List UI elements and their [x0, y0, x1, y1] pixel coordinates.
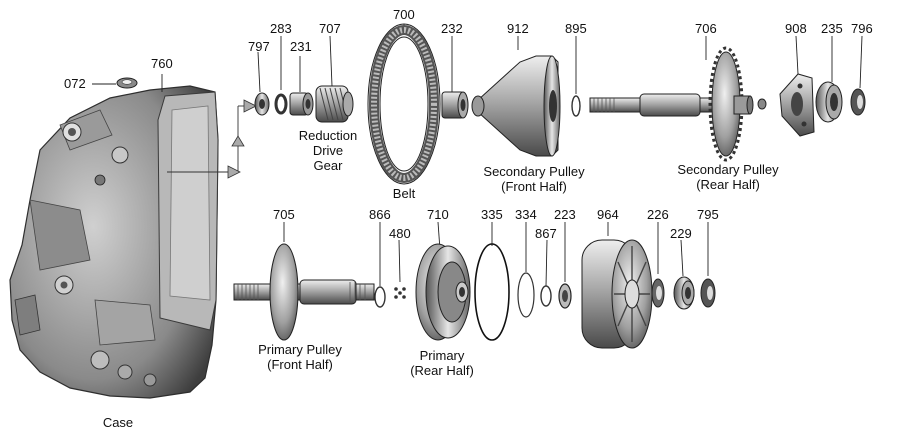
part-700-belt — [367, 23, 441, 185]
caption-belt: Belt — [392, 186, 416, 201]
part-705-primary-pulley-front — [233, 243, 375, 341]
part-895-snap-ring — [571, 95, 581, 117]
caption-line: Primary — [419, 348, 465, 363]
label-223: 223 — [554, 207, 576, 222]
label-335: 335 — [481, 207, 503, 222]
label-964: 964 — [597, 207, 619, 222]
part-797-bearing — [254, 92, 270, 116]
label-480: 480 — [389, 226, 411, 241]
label-705: 705 — [273, 207, 295, 222]
label-710: 710 — [427, 207, 449, 222]
caption-line: (Front Half) — [501, 179, 567, 194]
part-908-retainer-plate — [757, 73, 815, 137]
label-700: 700 — [393, 7, 415, 22]
label-283: 283 — [270, 21, 292, 36]
label-895: 895 — [565, 21, 587, 36]
label-229: 229 — [670, 226, 692, 241]
part-866-snap-ring — [374, 286, 386, 308]
label-908: 908 — [785, 21, 807, 36]
label-235: 235 — [821, 21, 843, 36]
caption-reduction-drive-gear: Reduction Drive Gear — [292, 128, 364, 173]
part-710-primary-pulley-rear — [415, 243, 471, 341]
part-796-seal — [850, 88, 866, 116]
part-795-seal — [700, 278, 716, 308]
part-706-secondary-pulley-rear — [589, 46, 754, 162]
label-706: 706 — [695, 21, 717, 36]
label-867: 867 — [535, 226, 557, 241]
part-229-bearing — [673, 276, 695, 310]
part-334-ring — [517, 272, 535, 318]
part-226-seal — [651, 278, 665, 308]
caption-line: Primary Pulley — [258, 342, 342, 357]
part-223-bearing — [558, 283, 572, 309]
label-795: 795 — [697, 207, 719, 222]
case-housing — [9, 85, 219, 399]
part-232-bearing — [441, 91, 469, 119]
caption-line: (Rear Half) — [696, 177, 760, 192]
label-796: 796 — [851, 21, 873, 36]
label-072: 072 — [64, 76, 86, 91]
label-334: 334 — [515, 207, 537, 222]
part-072-ring — [116, 77, 138, 89]
caption-primary-pulley-rear: Primary (Rear Half) — [400, 348, 484, 378]
label-866: 866 — [369, 207, 391, 222]
part-480-balls — [394, 287, 406, 299]
caption-case: Case — [102, 415, 134, 430]
part-964-piston-drum — [581, 239, 653, 349]
label-226: 226 — [647, 207, 669, 222]
label-707: 707 — [319, 21, 341, 36]
label-232: 232 — [441, 21, 463, 36]
caption-line: (Front Half) — [267, 357, 333, 372]
label-231: 231 — [290, 39, 312, 54]
part-231-bearing — [289, 92, 314, 116]
caption-line: (Rear Half) — [410, 363, 474, 378]
label-797: 797 — [248, 39, 270, 54]
part-235-bearing — [815, 81, 843, 123]
caption-line: Reduction — [298, 128, 358, 143]
label-912: 912 — [507, 21, 529, 36]
part-912-secondary-pulley-front — [471, 55, 561, 157]
caption-line: Secondary Pulley — [483, 164, 585, 179]
label-760: 760 — [151, 56, 173, 71]
caption-secondary-pulley-rear: Secondary Pulley (Rear Half) — [666, 162, 790, 192]
caption-primary-pulley-front: Primary Pulley (Front Half) — [236, 342, 364, 372]
caption-secondary-pulley-front: Secondary Pulley (Front Half) — [474, 164, 594, 194]
part-867-snap-ring — [540, 285, 552, 307]
caption-line: Secondary Pulley — [677, 162, 779, 177]
caption-line: Gear — [313, 158, 343, 173]
part-283-seal — [274, 93, 288, 115]
part-707-reduction-drive-gear — [315, 85, 354, 123]
alignment-arrows — [167, 99, 257, 179]
part-335-seal-ring — [474, 243, 510, 341]
caption-line: Drive — [312, 143, 344, 158]
leader-lines — [92, 24, 863, 287]
